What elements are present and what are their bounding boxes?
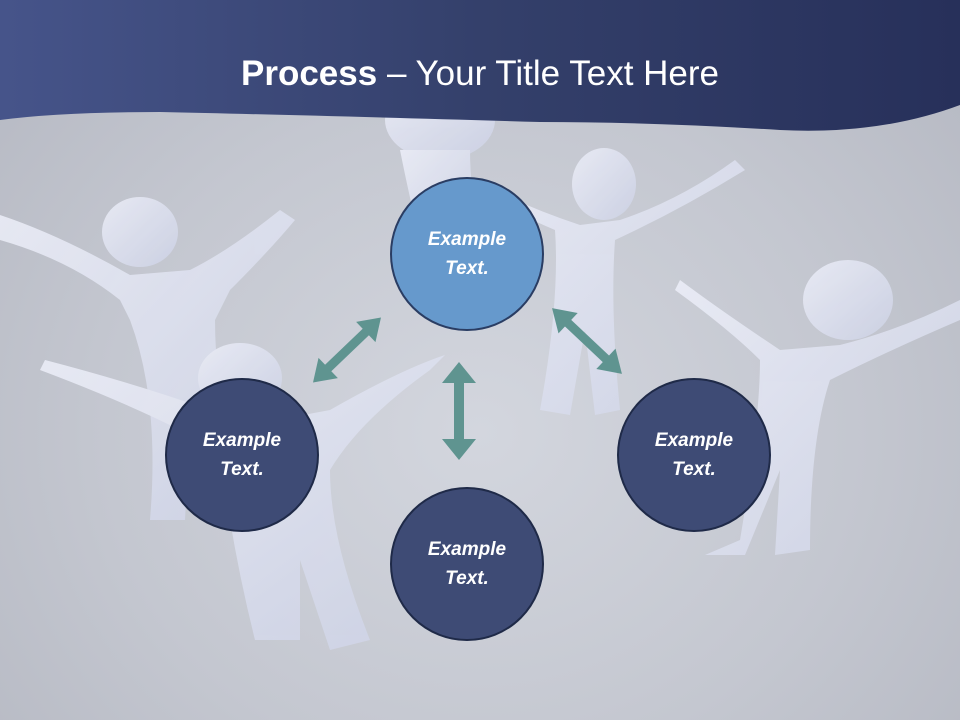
node-right-label: Example Text.	[654, 430, 734, 480]
node-right: Example Text.	[617, 378, 771, 532]
double-arrow-left-top	[313, 317, 381, 383]
double-arrow-top-right	[552, 308, 622, 374]
node-left-label: Example Text.	[202, 430, 282, 480]
node-top: Example Text.	[390, 177, 544, 331]
header-band	[0, 0, 960, 131]
node-left: Example Text.	[165, 378, 319, 532]
title-bold: Process	[241, 54, 378, 93]
slide-title: Process – Your Title Text Here	[0, 50, 960, 98]
node-bottom-label: Example Text.	[427, 539, 507, 589]
title-rest: – Your Title Text Here	[377, 54, 719, 93]
node-top-label: Example Text.	[427, 229, 507, 279]
node-bottom: Example Text.	[390, 487, 544, 641]
double-arrow-top-bottom	[442, 362, 476, 460]
